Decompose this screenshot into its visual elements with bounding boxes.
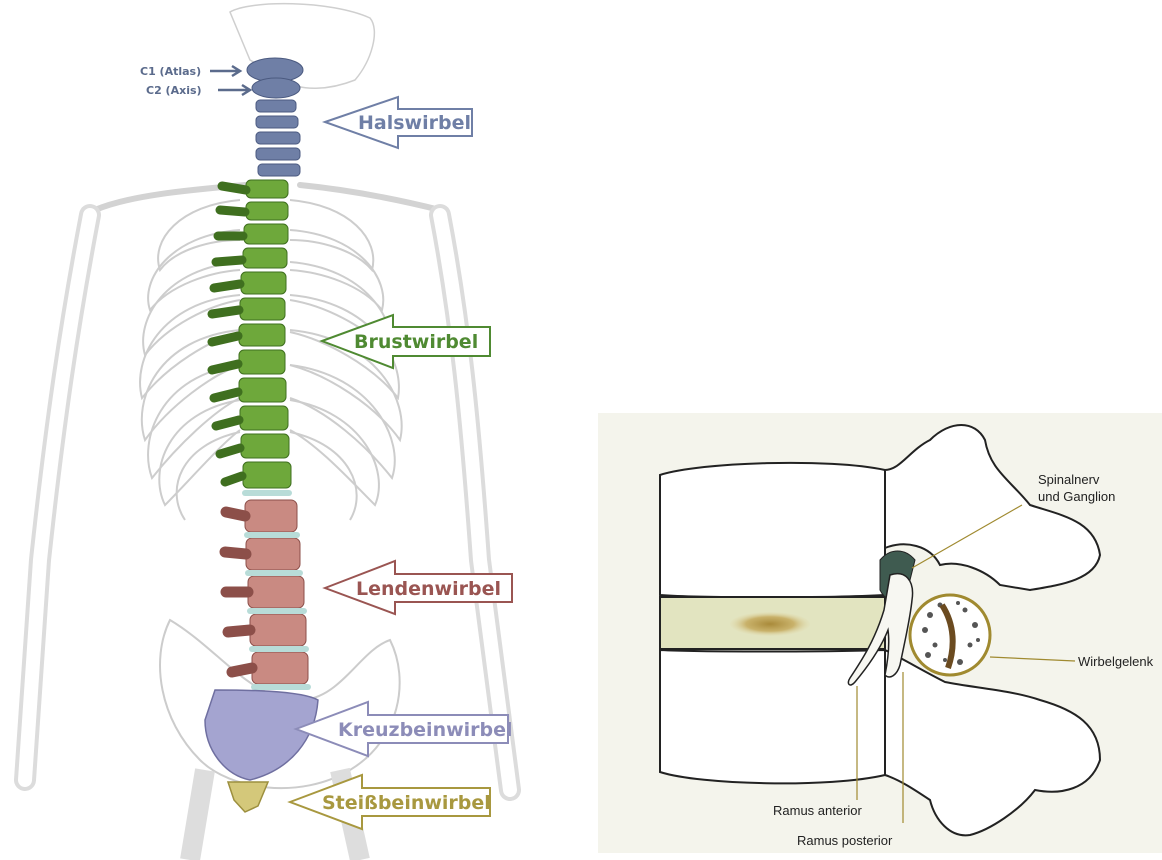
lumbar-vertebrae bbox=[225, 500, 308, 684]
coccyx bbox=[228, 782, 268, 812]
c1-label-group: C1 (Atlas) bbox=[140, 65, 240, 78]
ramus-posterior-label: Ramus posterior bbox=[797, 833, 893, 848]
thoracic-vertebrae bbox=[212, 180, 291, 488]
cervical-vertebrae bbox=[247, 58, 303, 176]
c2-label-group: C2 (Axis) bbox=[146, 84, 250, 97]
spinal-nerve-label-line1: Spinalnerv bbox=[1038, 472, 1100, 487]
sacrum bbox=[205, 690, 318, 780]
nucleus-pulposus bbox=[730, 612, 810, 636]
region-arrow-halswirbel: Halswirbel bbox=[325, 97, 472, 148]
c2-label: C2 (Axis) bbox=[146, 84, 202, 97]
lower-vertebral-body bbox=[660, 650, 885, 783]
c1-arrow bbox=[210, 66, 240, 76]
arm-right-inner bbox=[440, 215, 510, 790]
femur-left bbox=[190, 770, 205, 860]
region-label-kreuzbeinwirbel: Kreuzbeinwirbel bbox=[338, 719, 513, 741]
region-label-steissbeinwirbel: Steißbeinwirbel bbox=[322, 792, 491, 814]
ramus-anterior-label: Ramus anterior bbox=[773, 803, 863, 818]
region-arrow-kreuzbeinwirbel: Kreuzbeinwirbel bbox=[296, 702, 513, 756]
c2-arrow bbox=[218, 85, 250, 95]
detail-panel: Spinalnerv und Ganglion Wirbelgelenk Ram… bbox=[598, 413, 1162, 853]
region-label-lendenwirbel: Lendenwirbel bbox=[356, 578, 501, 600]
region-label-brustwirbel: Brustwirbel bbox=[354, 331, 478, 353]
region-label-halswirbel: Halswirbel bbox=[358, 112, 471, 134]
spinal-nerve-label-line2: und Ganglion bbox=[1038, 489, 1115, 504]
upper-vertebral-body bbox=[660, 463, 885, 597]
facet-joint-label: Wirbelgelenk bbox=[1078, 654, 1154, 669]
c1-label: C1 (Atlas) bbox=[140, 65, 201, 78]
